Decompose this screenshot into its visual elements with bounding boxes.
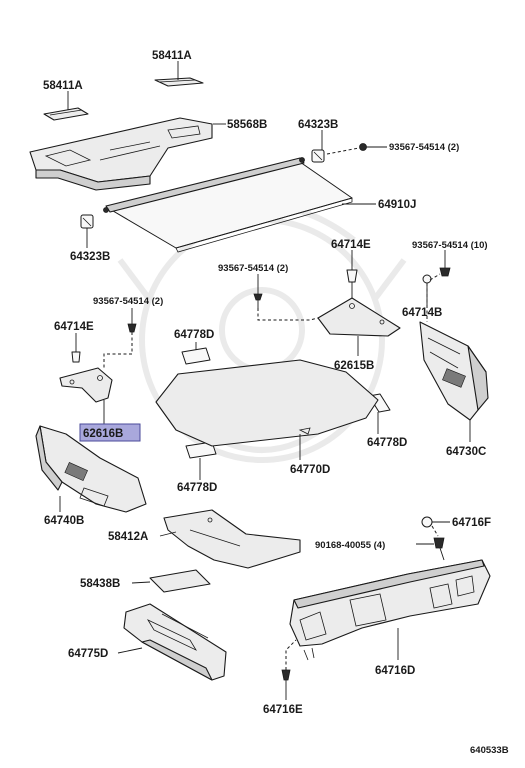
label-64778d-bottom: 64778D (177, 482, 217, 494)
part-64778d-top[interactable] (181, 347, 211, 365)
part-64775d-tool-box[interactable] (123, 603, 227, 681)
screw-90168[interactable] (433, 537, 445, 549)
part-64740b-side-trim-left[interactable] (35, 425, 147, 513)
label-64716f: 64716F (452, 517, 491, 529)
screw-93567-left[interactable] (127, 308, 137, 333)
diagram-code: 640533B (470, 745, 509, 756)
part-64716d-rear-trim[interactable] (289, 559, 491, 661)
part-64778d-bottom[interactable] (185, 441, 217, 459)
screw-93567-mid[interactable] (253, 293, 263, 308)
part-64910j-tonneau-cover[interactable] (103, 157, 353, 253)
part-64323b-clip-left[interactable] (80, 214, 94, 229)
label-64778d-top: 64778D (174, 329, 214, 341)
part-58438b-pad[interactable] (149, 569, 211, 593)
label-64910j: 64910J (378, 199, 416, 211)
label-58412a: 58412A (108, 531, 148, 543)
dash-line-64716f (431, 525, 439, 537)
part-64714e-right[interactable] (346, 269, 358, 283)
part-62615b-bracket[interactable] (317, 297, 401, 337)
label-58568b: 58568B (227, 119, 267, 131)
label-64770d: 64770D (290, 464, 330, 476)
highlight-62616b (79, 423, 141, 442)
leader-lines (59, 61, 471, 654)
part-64770d-trunk-mat[interactable] (155, 359, 379, 447)
label-62615b: 62615B (334, 360, 374, 372)
screw-64716e[interactable] (281, 669, 291, 681)
label-64778d-right: 64778D (367, 437, 407, 449)
part-58411a-top[interactable] (154, 77, 204, 87)
dash-line-64716e (285, 639, 297, 670)
leader-90168 (439, 547, 445, 561)
label-58438b: 58438B (80, 578, 120, 590)
label-62616b: 62616B (83, 428, 123, 440)
part-64716f-clip[interactable] (421, 516, 433, 528)
label-64716d: 64716D (375, 665, 415, 677)
part-64714e-left[interactable] (71, 333, 81, 363)
label-64323b-left: 64323B (70, 251, 110, 263)
label-64714b: 64714B (402, 307, 442, 319)
label-90168: 90168-40055 (4) (315, 540, 385, 551)
label-93567-left: 93567-54514 (2) (93, 296, 163, 307)
part-64323b-clip-top[interactable] (311, 149, 325, 163)
label-93567-top: 93567-54514 (2) (389, 142, 459, 153)
label-64730c: 64730C (446, 446, 486, 458)
label-64716e: 64716E (263, 704, 303, 716)
part-58411a-left[interactable] (43, 107, 89, 121)
label-64714e-left: 64714E (54, 321, 94, 333)
label-64323b-top: 64323B (298, 119, 338, 131)
label-58411a-left: 58411A (43, 80, 83, 92)
label-64714e-right: 64714E (331, 239, 371, 251)
dash-line-64323b-top (326, 147, 360, 155)
dash-line-93567-right (429, 273, 441, 281)
screw-93567-right[interactable] (439, 250, 451, 277)
label-93567-right-10: 93567-54514 (10) (412, 240, 488, 251)
label-93567-mid: 93567-54514 (2) (218, 263, 288, 274)
part-62616b-bracket[interactable] (59, 367, 113, 403)
label-64775d: 64775D (68, 648, 108, 660)
part-64730c-side-trim-right[interactable] (419, 321, 489, 421)
part-58412a-floor-board[interactable] (163, 509, 301, 569)
label-58411a-top: 58411A (152, 50, 192, 62)
label-64740b: 64740B (44, 515, 84, 527)
dash-line-93567-mid (257, 308, 319, 321)
part-58568b-package-tray[interactable] (29, 117, 213, 191)
screw-93567-top[interactable] (359, 143, 388, 151)
part-64714b-clip-head[interactable] (422, 274, 432, 284)
dash-line-93567-left (103, 332, 133, 370)
